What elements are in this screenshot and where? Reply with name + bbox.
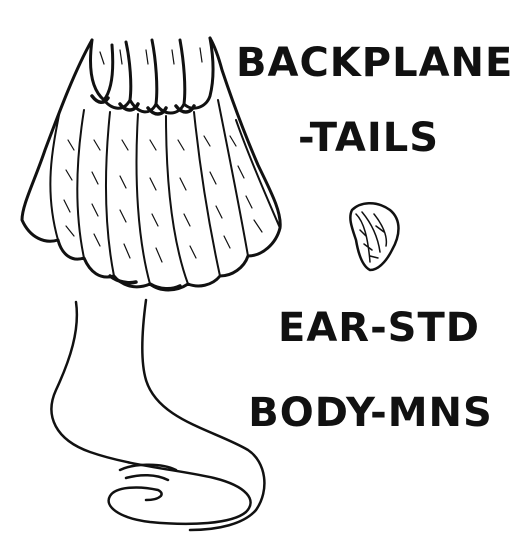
upper-feather-row bbox=[89, 36, 215, 115]
tail-base-illustration bbox=[50, 298, 266, 532]
body-label: BODY-MNS bbox=[248, 390, 493, 436]
ear-std-icon bbox=[349, 202, 400, 272]
sheet-title-line2: -TAILS bbox=[298, 115, 440, 161]
feather-dividers bbox=[49, 99, 281, 285]
ear-label: EAR-STD bbox=[278, 305, 480, 351]
feather-barbs bbox=[63, 47, 263, 263]
feather-shading bbox=[90, 94, 196, 291]
sheet-title-line1: BACKPLANE bbox=[236, 40, 512, 86]
